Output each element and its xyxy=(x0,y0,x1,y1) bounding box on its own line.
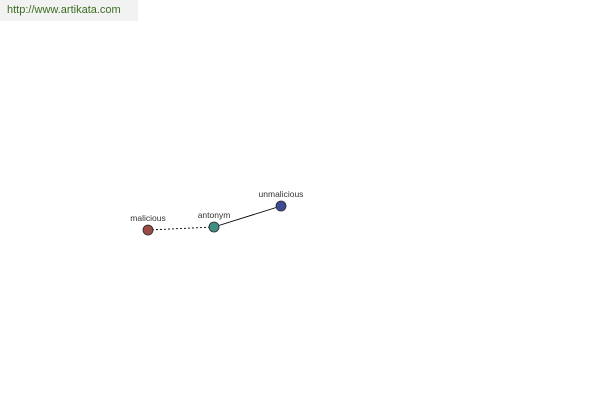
edge-malicious-antonym xyxy=(147,226,215,231)
node-malicious-label: malicious xyxy=(130,213,165,223)
node-unmalicious[interactable]: unmalicious xyxy=(259,189,304,212)
node-antonym-label: antonym xyxy=(198,210,231,220)
node-malicious[interactable]: malicious xyxy=(130,213,166,236)
edge-antonym-unmalicious xyxy=(213,205,282,228)
site-url-link[interactable]: http://www.artikata.com xyxy=(7,4,121,16)
node-unmalicious-label: unmalicious xyxy=(259,189,304,199)
url-banner: http://www.artikata.com xyxy=(0,0,138,21)
node-antonym[interactable]: antonym xyxy=(198,210,231,233)
node-antonym-circle xyxy=(208,221,220,233)
node-unmalicious-circle xyxy=(275,200,287,212)
node-malicious-circle xyxy=(142,224,154,236)
